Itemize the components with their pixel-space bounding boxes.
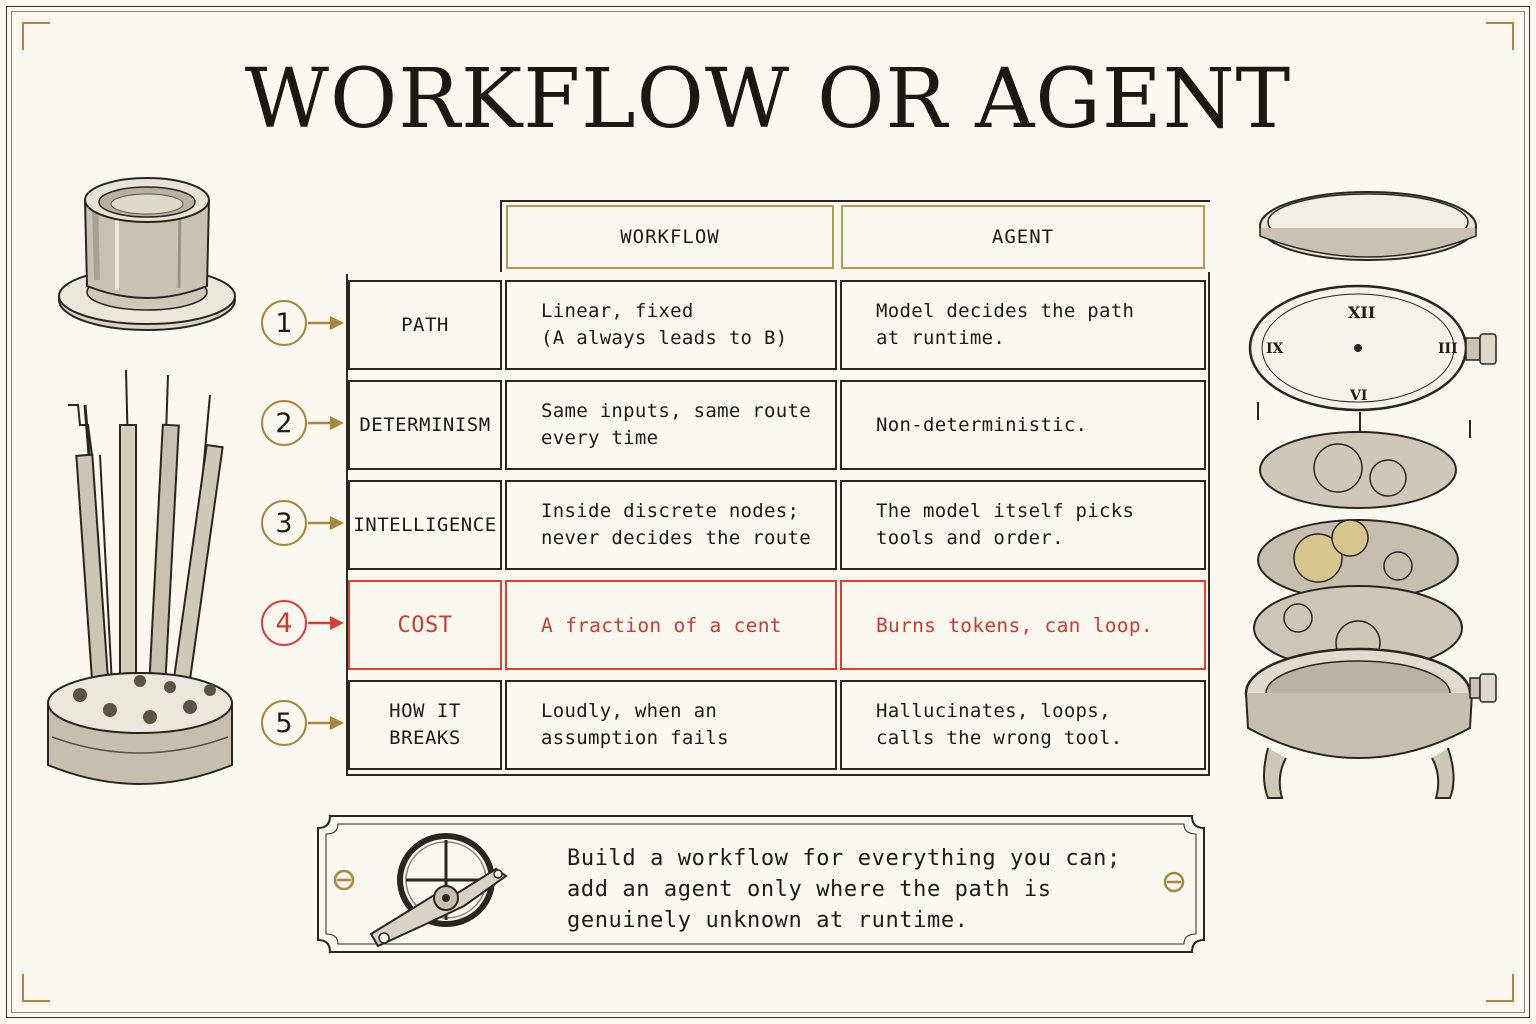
workflow-cell: Same inputs, same route every time — [505, 380, 837, 470]
row-number-badge: 2 — [261, 400, 307, 446]
conclusion-text: Build a workflow for everything you can;… — [567, 846, 1121, 933]
svg-text:VI: VI — [1349, 388, 1367, 404]
arrow-right-icon — [308, 516, 344, 530]
column-header-agent: AGENT — [841, 205, 1205, 269]
agent-cell: Hallucinates, loops, calls the wrong too… — [840, 680, 1206, 770]
corner-ornament — [1486, 974, 1514, 1002]
row-number-badge: 3 — [261, 500, 307, 546]
svg-text:IX: IX — [1266, 341, 1284, 357]
arrow-right-icon — [308, 316, 344, 330]
corner-ornament — [22, 974, 50, 1002]
row-label: PATH — [348, 280, 502, 370]
table-row: COST A fraction of a cent Burns tokens, … — [346, 576, 1210, 672]
header-band — [500, 200, 1210, 272]
exploded-watch-icon: XII VI III IX — [1244, 191, 1497, 799]
table-row: INTELLIGENCE Inside discrete nodes; neve… — [346, 476, 1210, 572]
conclusion-plaque — [317, 815, 1205, 953]
arrow-right-icon — [308, 616, 344, 630]
row-label: HOW IT BREAKS — [348, 680, 502, 770]
table-corner-blank — [346, 200, 500, 274]
corner-ornament — [22, 22, 50, 50]
arrow-right-icon — [308, 416, 344, 430]
row-number-badge: 5 — [261, 700, 307, 746]
corner-ornament — [1486, 22, 1514, 50]
table-row: DETERMINISM Same inputs, same route ever… — [346, 376, 1210, 472]
row-number-badge: 1 — [261, 300, 307, 346]
row-label: DETERMINISM — [348, 380, 502, 470]
page-title: WORKFLOW OR AGENT — [244, 52, 1292, 147]
workflow-cell: Loudly, when an assumption fails — [505, 680, 837, 770]
loupe-icon — [58, 177, 236, 331]
screw-icon — [333, 869, 355, 891]
inner-frame — [11, 11, 1525, 1013]
column-header-workflow: WORKFLOW — [506, 205, 834, 269]
agent-cell: The model itself picks tools and order. — [840, 480, 1206, 570]
arrow-right-icon — [308, 716, 344, 730]
workflow-cell: A fraction of a cent — [505, 580, 837, 670]
screw-icon — [1163, 871, 1185, 893]
row-label: INTELLIGENCE — [348, 480, 502, 570]
screwdriver-set-icon — [47, 369, 233, 785]
table-row: HOW IT BREAKS Loudly, when an assumption… — [346, 676, 1210, 772]
outer-frame — [6, 6, 1530, 1018]
workflow-cell: Linear, fixed (A always leads to B) — [505, 280, 837, 370]
row-number-badge: 4 — [261, 600, 307, 646]
table-row: PATH Linear, fixed (A always leads to B)… — [346, 276, 1210, 372]
svg-text:XII: XII — [1348, 303, 1375, 322]
balance-wheel-icon — [369, 833, 508, 948]
agent-cell: Non-deterministic. — [840, 380, 1206, 470]
svg-text:III: III — [1438, 341, 1458, 357]
agent-cell: Burns tokens, can loop. — [840, 580, 1206, 670]
row-label: COST — [348, 580, 502, 670]
agent-cell: Model decides the path at runtime. — [840, 280, 1206, 370]
workflow-cell: Inside discrete nodes; never decides the… — [505, 480, 837, 570]
